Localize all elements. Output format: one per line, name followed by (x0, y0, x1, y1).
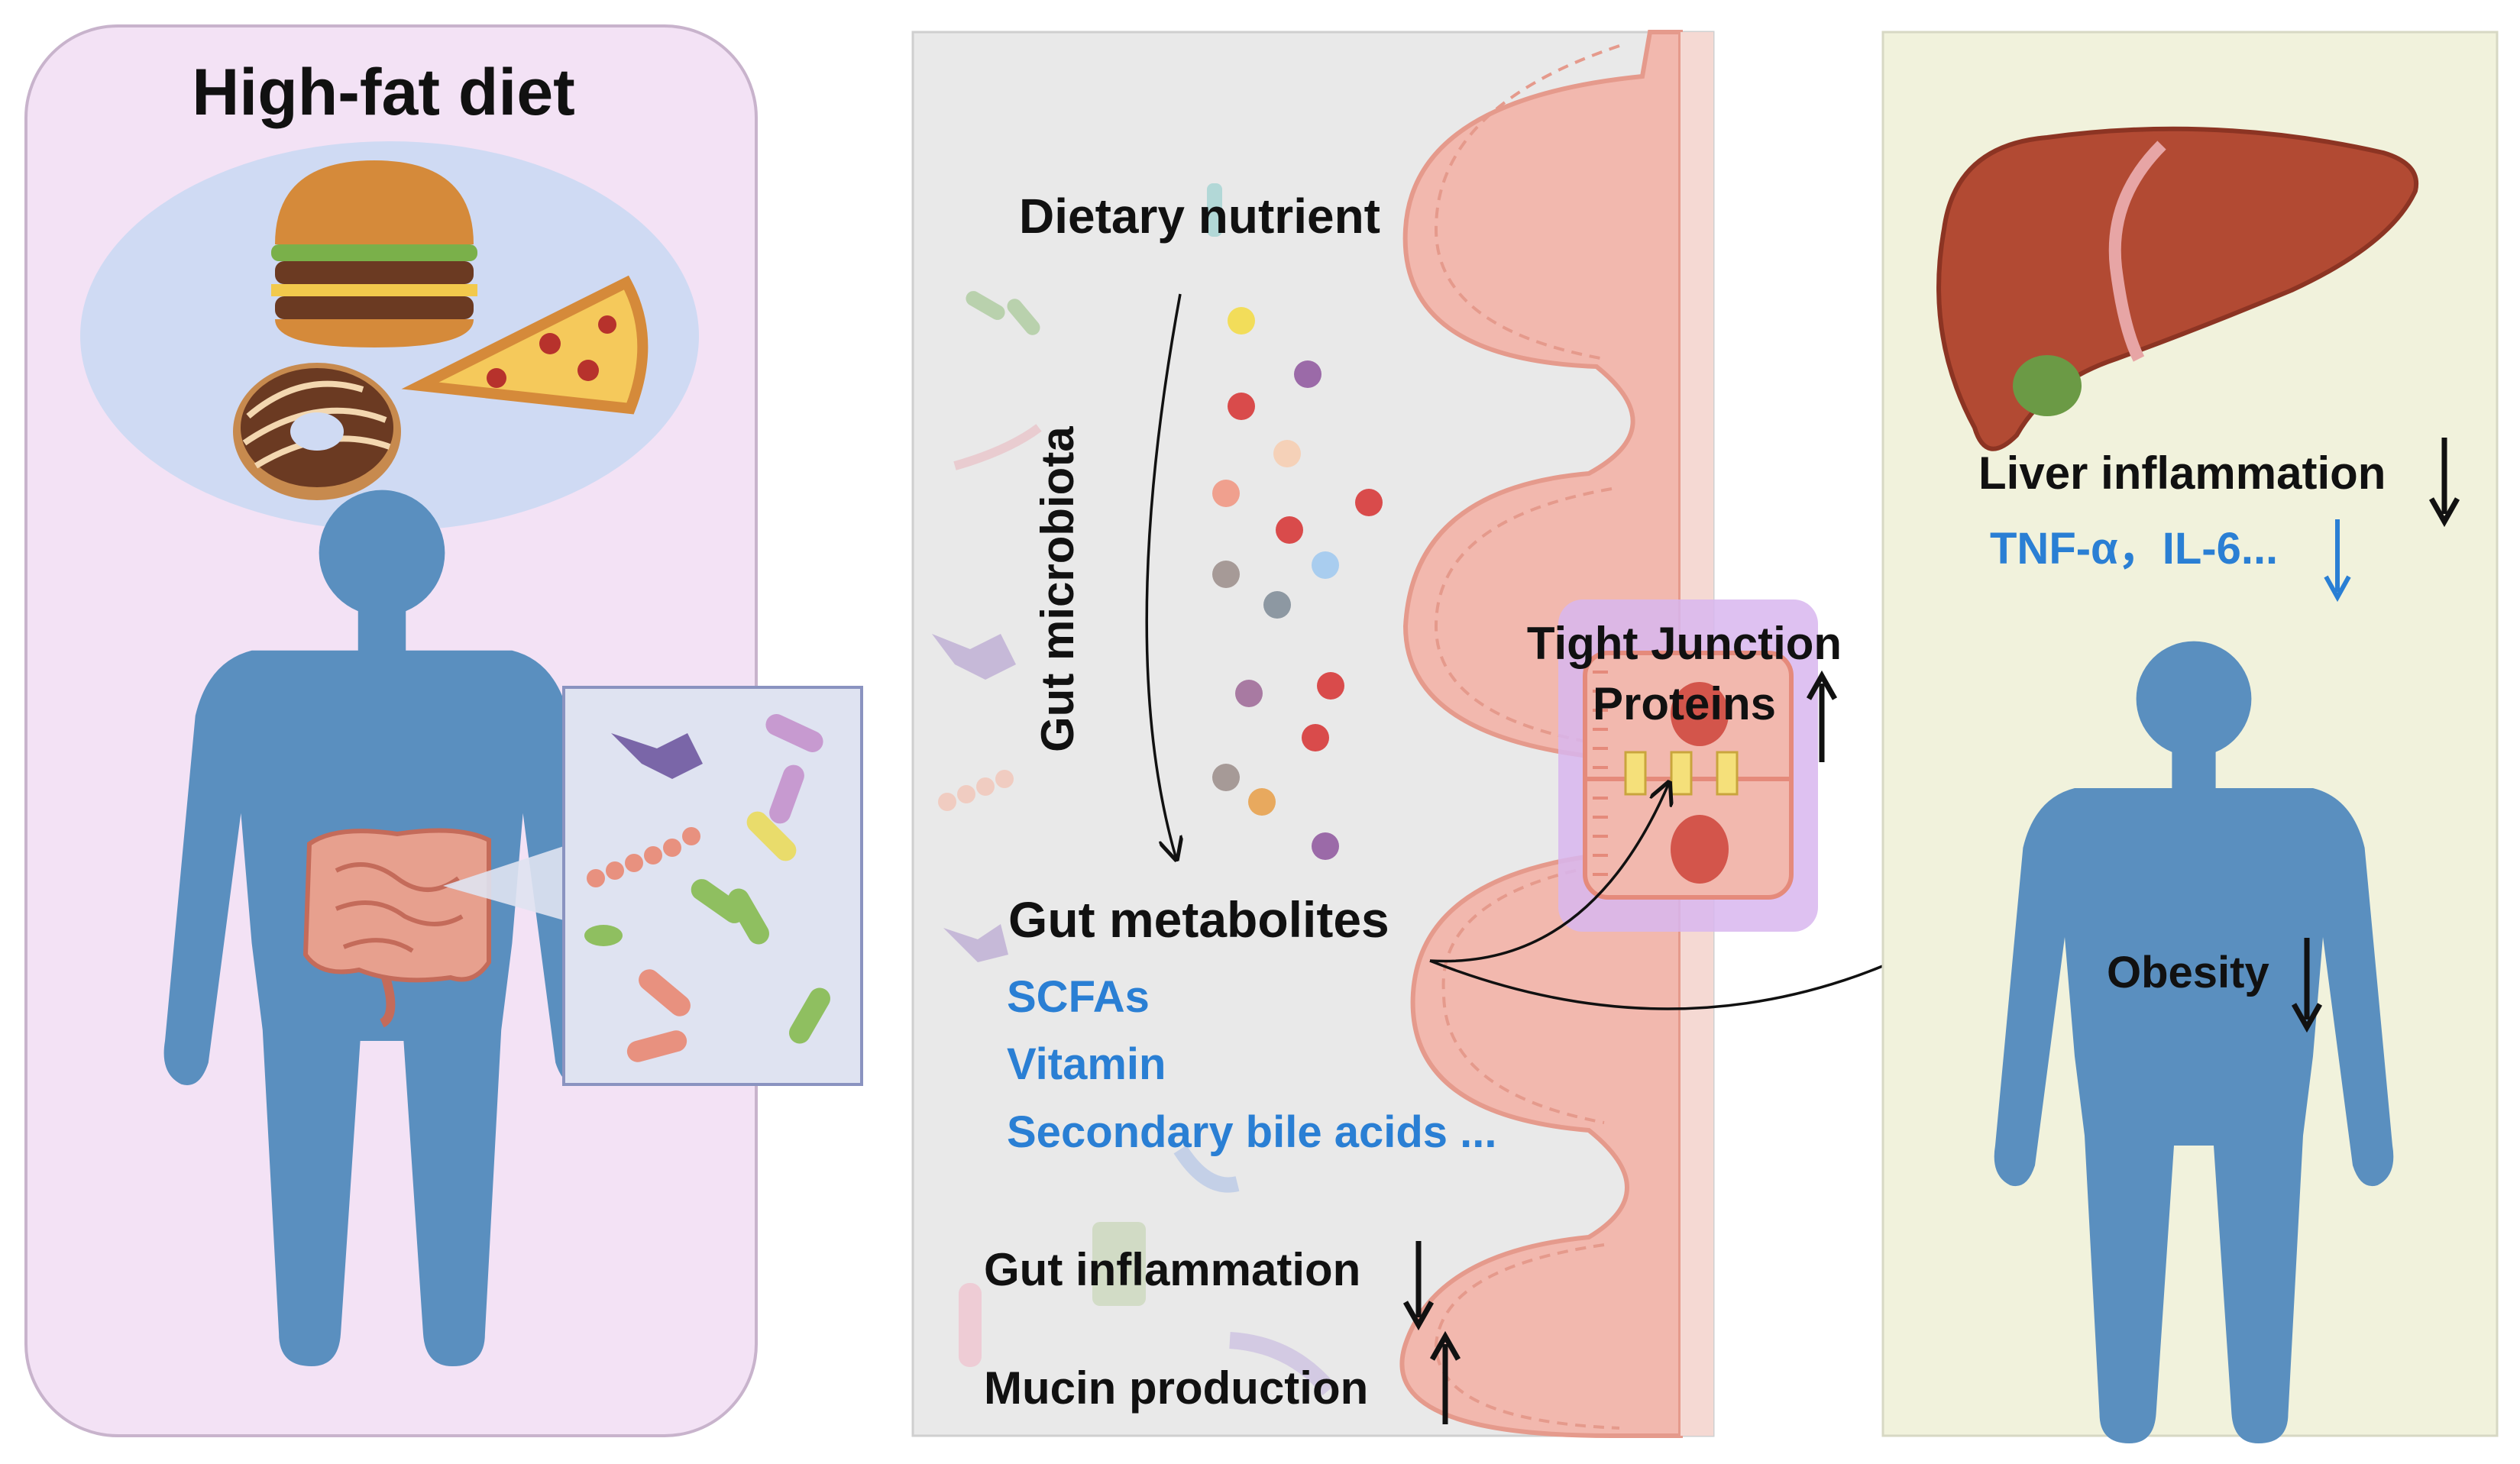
metabolite-scfas: SCFAs (1007, 972, 1150, 1022)
gut-metabolites-label: Gut metabolites (1008, 891, 1389, 948)
down-arrow-icon (2324, 519, 2351, 603)
up-arrow-icon (1429, 1330, 1461, 1424)
metabolite-bile-acids: Secondary bile acids ... (1007, 1107, 1496, 1157)
down-arrow-icon (2291, 938, 2323, 1033)
nutrient-dots (1212, 307, 1383, 860)
middle-panel: Dietary nutrient Gut microbiota Gut meta… (911, 30, 1952, 1438)
gut-inflammation-label: Gut inflammation (984, 1244, 1360, 1295)
proteins-label: Proteins (1593, 678, 1776, 729)
obesity-label: Obesity (2107, 948, 2269, 997)
metabolites-to-obesity-arrow (1429, 933, 1952, 1010)
gut-microbiota-label: Gut microbiota (1032, 426, 1083, 752)
tight-junction-label: Tight Junction (1527, 618, 1842, 669)
cytokines-label: TNF-α，IL-6... (1990, 524, 2278, 574)
mucin-production-label: Mucin production (984, 1362, 1368, 1414)
microbiota-zoom-box (562, 686, 863, 1086)
zoom-wedge (443, 846, 564, 920)
metabolites-to-junction-arrow (1429, 783, 1669, 963)
down-arrow-icon (1402, 1241, 1435, 1331)
donut-icon (233, 363, 401, 500)
left-panel: High-fat diet (24, 24, 863, 1437)
hamburger-icon (271, 160, 477, 347)
down-arrow-icon (2428, 438, 2460, 528)
high-fat-diet-title: High-fat diet (192, 56, 575, 129)
intestine-icon (302, 828, 491, 1028)
metabolite-vitamin: Vitamin (1007, 1039, 1166, 1089)
up-arrow-icon (1806, 670, 1838, 762)
microbiota-conversion-arrow (1145, 293, 1180, 859)
tight-junction-box (1558, 599, 1818, 932)
right-panel: Liver inflammation TNF-α，IL-6... Obesity (1881, 31, 2499, 1443)
pizza-icon (401, 275, 649, 415)
liver-icon (1936, 126, 2419, 451)
bacteria-icon (932, 183, 1336, 1396)
dietary-nutrient-label: Dietary nutrient (1019, 189, 1380, 244)
liver-inflammation-label: Liver inflammation (1978, 448, 2386, 499)
